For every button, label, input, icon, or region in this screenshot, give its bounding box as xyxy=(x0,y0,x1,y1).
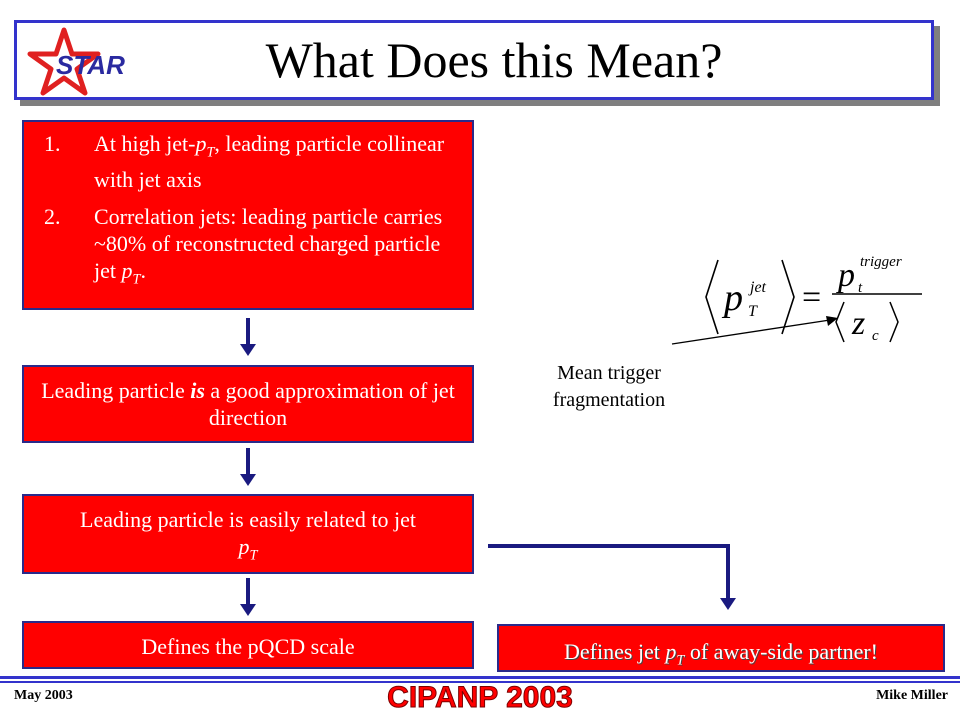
away-side-box: Defines jet pT of away-side partner! xyxy=(497,624,945,672)
list-item: 2. Correlation jets: leading particle ca… xyxy=(44,204,443,288)
pt-relation-box: Leading particle is easily related to je… xyxy=(22,494,474,574)
footer-author: Mike Miller xyxy=(876,688,948,703)
svg-text:=: = xyxy=(802,279,821,316)
svg-text:trigger: trigger xyxy=(860,254,902,270)
footer-rule xyxy=(0,676,960,679)
elbow-arrow-icon xyxy=(488,544,736,610)
findings-box: 1. At high jet-pT, leading particle coll… xyxy=(22,120,474,310)
fragmentation-caption: Mean trigger fragmentation xyxy=(552,362,666,411)
title-box: What Does this Mean? xyxy=(14,20,934,100)
list-item: 1. At high jet-pT, leading particle coll… xyxy=(44,131,445,193)
logo-text: STAR xyxy=(56,50,125,80)
slide-title: What Does this Mean? xyxy=(265,32,723,88)
pointer-arrow-icon xyxy=(671,316,838,345)
svg-text:jet: jet xyxy=(748,279,767,296)
mean-pt-formula: p jet T = p trigger t z c xyxy=(705,254,922,344)
svg-text:c: c xyxy=(872,328,879,344)
footer-conference: CIPANP 2003 xyxy=(387,681,574,715)
svg-text:z: z xyxy=(851,305,865,342)
down-arrow-icon xyxy=(240,448,256,486)
direction-box: Leading particle is a good approximation… xyxy=(22,365,474,443)
star-logo-icon: STAR xyxy=(27,27,125,96)
pqcd-scale-box: Defines the pQCD scale xyxy=(22,621,474,669)
footer-rule xyxy=(0,681,960,683)
svg-text:p: p xyxy=(836,257,855,294)
svg-text:T: T xyxy=(748,303,758,320)
down-arrow-icon xyxy=(240,578,256,616)
down-arrow-icon xyxy=(240,318,256,356)
svg-text:t: t xyxy=(858,280,863,296)
svg-text:p: p xyxy=(721,277,743,319)
footer-date: May 2003 xyxy=(14,688,73,703)
